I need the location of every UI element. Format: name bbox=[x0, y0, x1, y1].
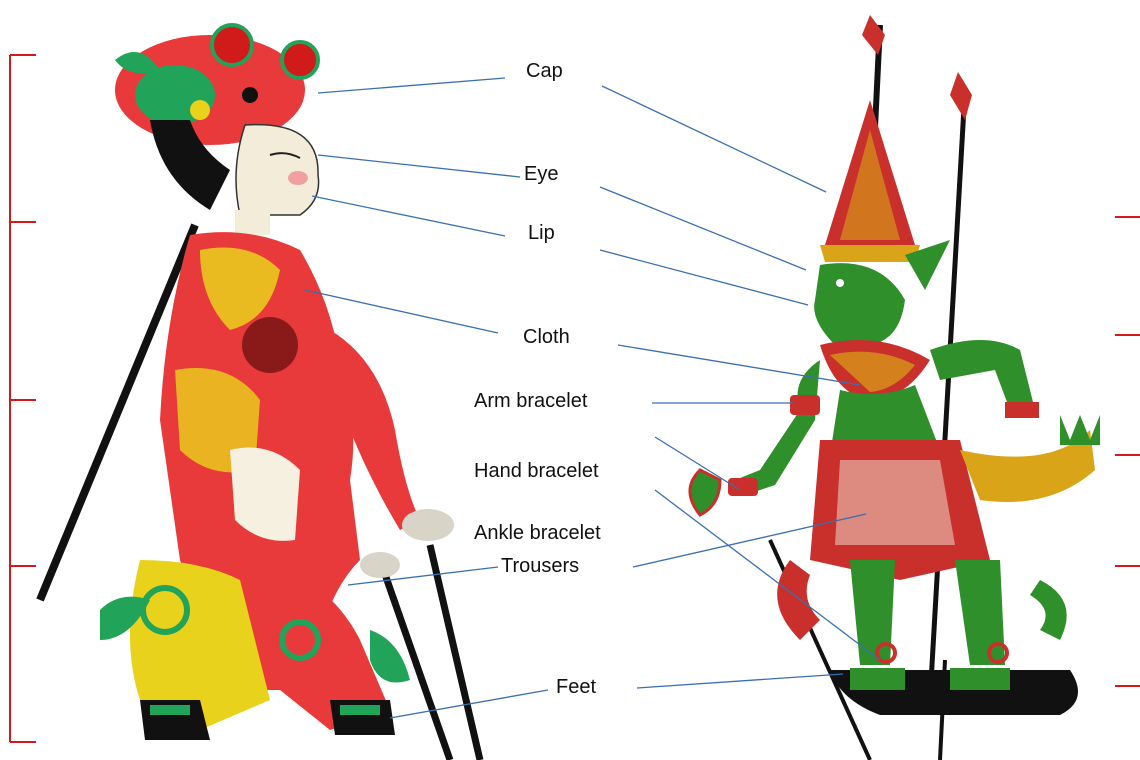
label-lip: Lip bbox=[528, 222, 555, 245]
right-puppet-figure bbox=[690, 15, 1100, 760]
leader-feet-right bbox=[637, 674, 843, 688]
label-ankle-bracelet: Ankle bracelet bbox=[474, 522, 601, 545]
label-trousers: Trousers bbox=[501, 555, 579, 578]
label-eye: Eye bbox=[524, 163, 558, 186]
leader-lip-left bbox=[312, 196, 505, 236]
right-segment-ticks bbox=[1115, 217, 1140, 686]
label-feet: Feet bbox=[556, 676, 596, 699]
label-arm-bracelet: Arm bracelet bbox=[474, 390, 587, 413]
label-hand-bracelet: Hand bracelet bbox=[474, 460, 599, 483]
leader-cap-left bbox=[318, 78, 505, 93]
leader-eye-left bbox=[318, 155, 520, 177]
left-puppet-figure bbox=[40, 25, 480, 760]
left-segment-bracket bbox=[10, 55, 36, 742]
leader-cloth-left bbox=[305, 290, 498, 333]
leader-cap-right bbox=[602, 86, 826, 192]
label-cloth: Cloth bbox=[523, 326, 570, 349]
label-cap: Cap bbox=[526, 60, 563, 83]
